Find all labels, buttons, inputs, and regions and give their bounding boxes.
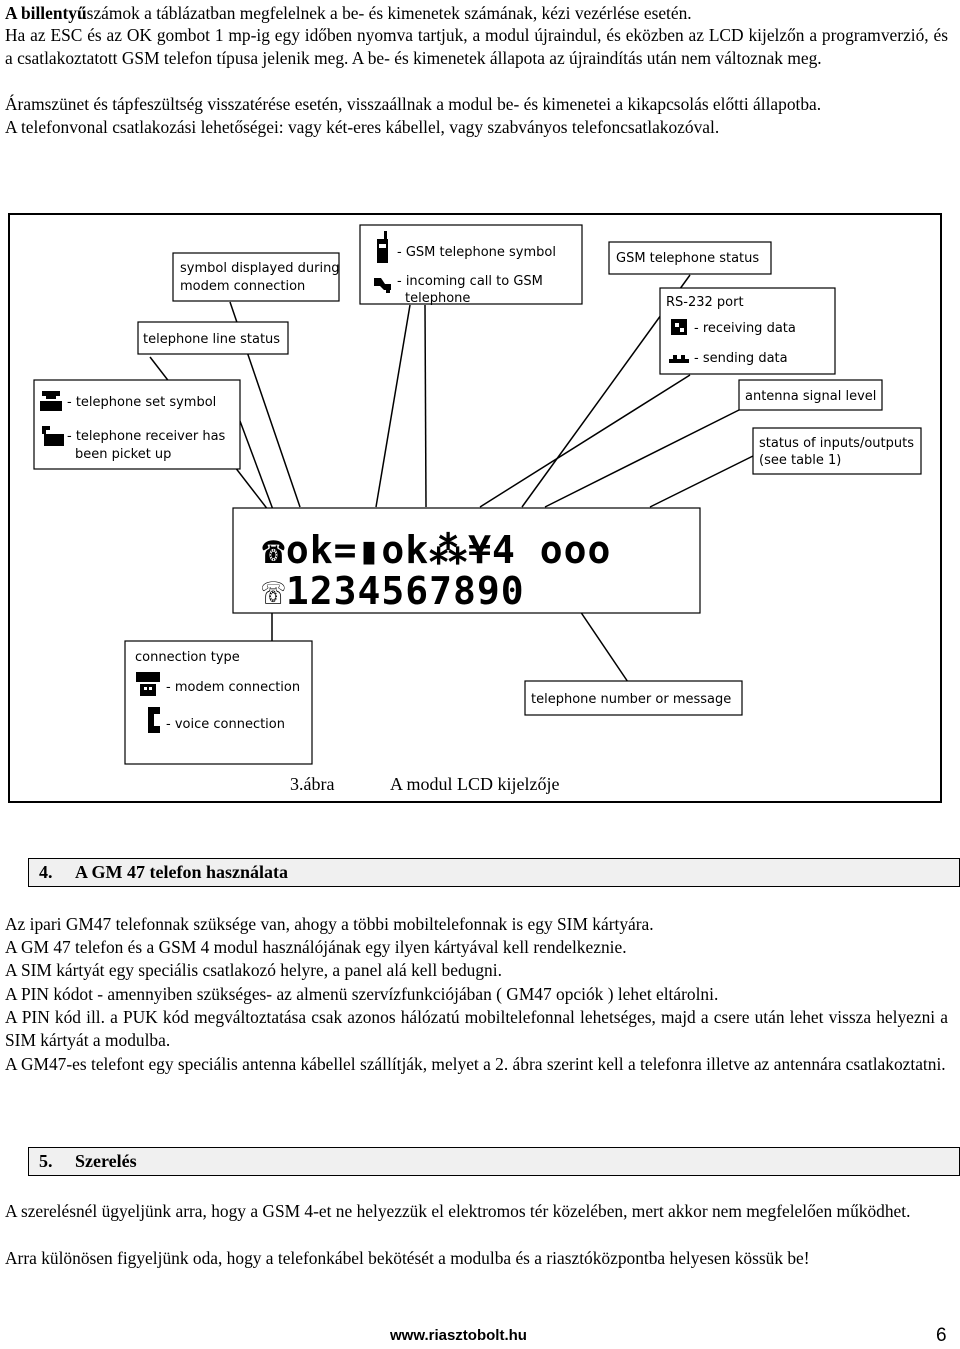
section-5-paragraph-2: Arra különösen figyeljünk oda, hogy a te…: [5, 1248, 810, 1268]
section-4-paragraph-4: A PIN kódot - amennyiben szükséges- az a…: [5, 984, 719, 1004]
label-gsm-symbol: - GSM telephone symbol: [397, 245, 556, 260]
label-gsm-status: GSM telephone status: [616, 251, 759, 266]
box-telephone-set: [33, 379, 241, 470]
label-voice-connection: - voice connection: [166, 717, 285, 732]
label-rs232: RS-232 port: [666, 295, 744, 310]
section-4-paragraph-3: A SIM kártyát egy speciális csatlakozó h…: [5, 960, 502, 980]
box-modem-symbol: [172, 252, 340, 302]
section-5-heading: 5. Szerelés: [28, 1147, 960, 1176]
figure-caption-number: 3.ábra: [290, 774, 335, 794]
receiver-picked-up-icon: [42, 426, 64, 446]
section-4-paragraph-2: A GM 47 telefon és a GSM 4 modul használ…: [5, 937, 627, 957]
section-4-heading: 4. A GM 47 telefon használata: [28, 858, 960, 887]
intro-paragraph-2: Ha az ESC és az OK gombot 1 mp-ig egy id…: [5, 25, 948, 69]
label-antenna: antenna signal level: [745, 389, 876, 404]
voice-connection-icon: [148, 707, 160, 733]
section-5-title: Szerelés: [75, 1151, 137, 1171]
intro-paragraph-3: Áramszünet és tápfeszültség visszatérése…: [5, 94, 822, 114]
label-incoming-1: - incoming call to GSM: [397, 274, 543, 289]
lcd-line-2: ☏1234567890: [262, 569, 525, 613]
receiving-data-icon: [671, 319, 687, 335]
label-connection-type: connection type: [135, 650, 240, 665]
incoming-call-icon: [374, 278, 391, 293]
box-line-status: [137, 321, 289, 355]
label-boxes: [33, 224, 922, 765]
lcd-diagram-svg: symbol displayed during modem connection…: [33, 224, 922, 765]
label-telephone-number: telephone number or message: [531, 692, 731, 707]
label-io-1: status of inputs/outputs: [759, 436, 914, 451]
label-modem-connection: - modem connection: [166, 680, 300, 695]
footer-url: www.riasztobolt.hu: [390, 1327, 527, 1344]
section-5-number: 5.: [39, 1151, 53, 1171]
label-modem-symbol-1: symbol displayed during: [180, 261, 340, 276]
section-4-paragraph-5: A PIN kód ill. a PUK kód megváltoztatása…: [5, 1007, 948, 1051]
intro-rest: számok a táblázatban megfelelnek a be- é…: [86, 3, 692, 23]
intro-paragraph-1: A billentyűszámok a táblázatban megfelel…: [5, 2, 948, 25]
telephone-set-icon: [40, 391, 62, 411]
lcd-diagram-figure: symbol displayed during modem connection…: [8, 213, 942, 803]
box-rs232: [659, 287, 836, 375]
box-gsm-symbol: [359, 224, 583, 305]
modem-connection-icon: [136, 672, 160, 696]
section-4-title: A GM 47 telefon használata: [75, 862, 288, 882]
label-sending: - sending data: [694, 351, 788, 366]
figure-caption-text: A modul LCD kijelzője: [390, 774, 560, 794]
label-set-symbol: - telephone set symbol: [67, 395, 216, 410]
box-io-status: [752, 427, 922, 475]
section-4-number: 4.: [39, 862, 53, 882]
section-5-paragraph-1: A szerelésnél ügyeljünk arra, hogy a GSM…: [5, 1201, 911, 1221]
box-gsm-status: [608, 241, 772, 275]
label-receiver-2: been picket up: [75, 447, 171, 462]
page-number: 6: [936, 1325, 947, 1346]
lcd-line-1: ☎ok=▮ok⁂¥4 ooo: [262, 528, 611, 572]
label-io-2: (see table 1): [759, 453, 841, 468]
label-receiving: - receiving data: [694, 321, 796, 336]
box-connection-type: [124, 640, 313, 765]
sending-data-icon: [669, 355, 689, 363]
gsm-phone-icon: [377, 231, 388, 263]
label-incoming-2: telephone: [405, 291, 470, 306]
box-antenna: [738, 379, 883, 411]
lcd-screen: [232, 507, 701, 614]
box-telephone-number: [524, 680, 743, 716]
intro-bold: A billentyű: [5, 3, 87, 23]
label-modem-symbol-2: modem connection: [180, 279, 305, 294]
intro-paragraph-4: A telefonvonal csatlakozási lehetőségei:…: [5, 117, 720, 137]
section-4-paragraph-6: A GM47-es telefont egy speciális antenna…: [5, 1054, 946, 1074]
label-telephone-line-status: telephone line status: [143, 332, 280, 347]
section-4-paragraph-1: Az ipari GM47 telefonnak szüksége van, a…: [5, 914, 654, 934]
label-receiver-1: - telephone receiver has: [67, 429, 226, 444]
